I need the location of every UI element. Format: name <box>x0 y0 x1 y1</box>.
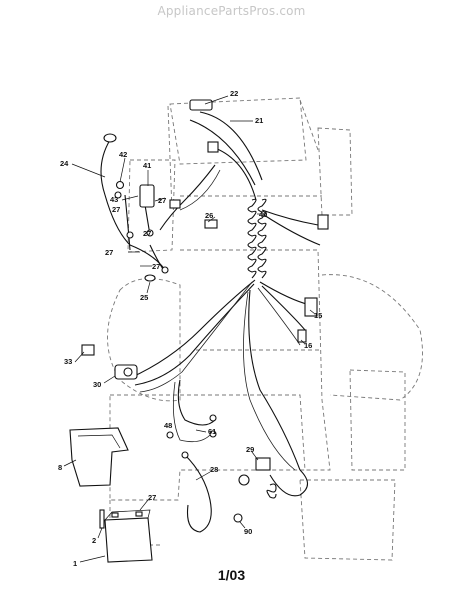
terminal-90 <box>233 513 243 523</box>
solenoid-43 <box>139 184 155 208</box>
relay-29 <box>255 457 271 471</box>
callout-15: 15 <box>314 311 322 320</box>
callout-16: 16 <box>304 341 312 350</box>
tractor-frame-outline <box>107 97 423 561</box>
connector-16 <box>297 329 307 343</box>
components <box>69 99 329 563</box>
connector-15 <box>304 297 318 317</box>
callout-27-b: 27 <box>158 196 166 205</box>
callout-27-d: 27 <box>143 229 151 238</box>
battery-1 <box>104 517 153 563</box>
harness-coil <box>247 198 277 499</box>
callout-27-c: 27 <box>105 248 113 257</box>
callout-27-e: 27 <box>152 262 160 271</box>
connector-22 <box>189 99 213 111</box>
callout-30: 30 <box>93 380 101 389</box>
connector-top <box>207 141 219 153</box>
callout-labels: 22 21 24 42 41 43 27 27 26 40 27 27 27 2… <box>58 89 322 568</box>
switch-33 <box>81 344 95 356</box>
watermark: AppliancePartsPros.com <box>157 4 306 18</box>
callout-61: 61 <box>208 427 216 436</box>
callout-40: 40 <box>259 210 267 219</box>
callout-21: 21 <box>255 116 263 125</box>
callout-48: 48 <box>164 421 172 430</box>
callout-28: 28 <box>210 465 218 474</box>
terminal-24 <box>103 133 117 143</box>
callout-25: 25 <box>140 293 148 302</box>
page-number: 1/03 <box>217 567 246 583</box>
callout-leaders <box>63 95 316 563</box>
callout-1: 1 <box>73 559 77 568</box>
callout-43: 43 <box>110 195 118 204</box>
callout-2: 2 <box>92 536 96 545</box>
callout-26: 26 <box>205 211 213 220</box>
connector-right <box>317 214 329 230</box>
callout-22: 22 <box>230 89 238 98</box>
callout-42: 42 <box>119 150 127 159</box>
callout-90: 90 <box>244 527 252 536</box>
callout-8: 8 <box>58 463 62 472</box>
callout-29: 29 <box>246 445 254 454</box>
callout-24: 24 <box>60 159 69 168</box>
callout-33: 33 <box>64 357 72 366</box>
callout-41: 41 <box>143 161 151 170</box>
callout-27-f: 27 <box>148 493 156 502</box>
bolt-2 <box>99 509 105 529</box>
battery-box-8 <box>69 427 129 487</box>
callout-27-a: 27 <box>112 205 120 214</box>
